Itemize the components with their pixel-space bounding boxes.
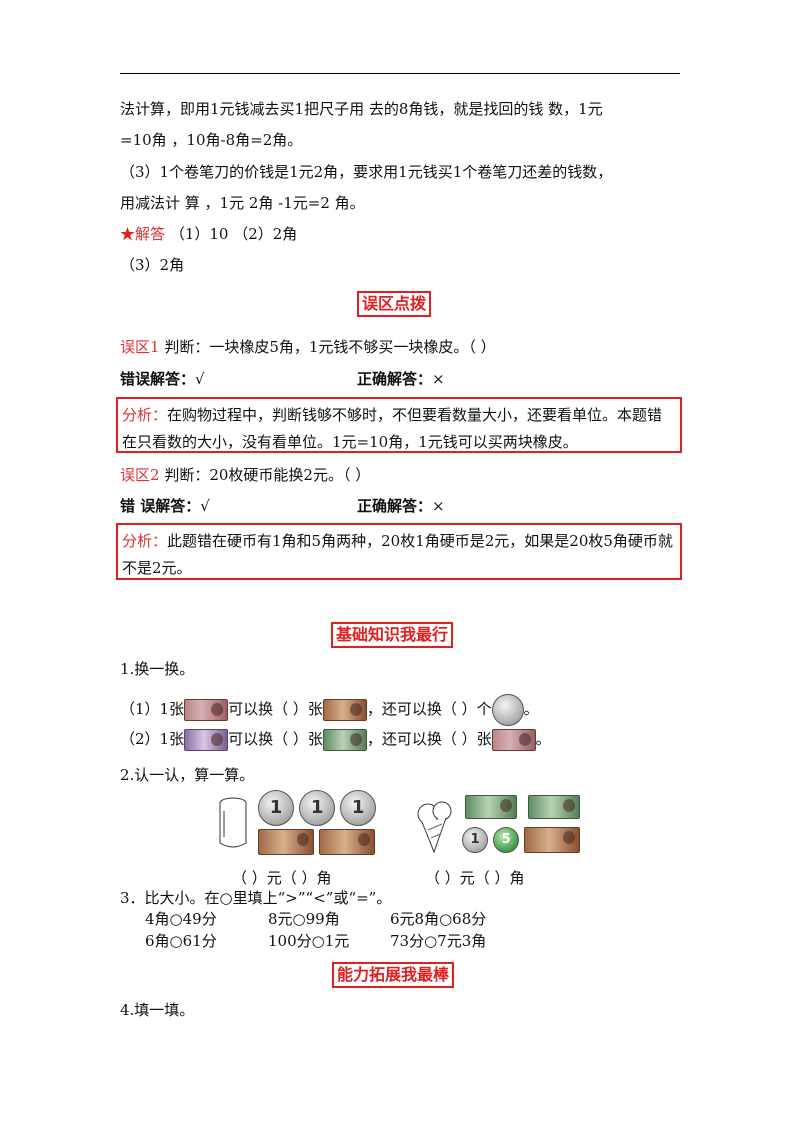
q1a-text: 可以换（ ）张: [228, 700, 323, 718]
mistake-1-text: 判断：一块橡皮5角，1元钱不够买一块橡皮。（ ）: [164, 338, 496, 356]
question-1: 1.换一换。: [120, 660, 195, 678]
two-yuan-note-icon: [528, 795, 581, 819]
one-yuan-note-icon: [184, 699, 229, 721]
text-line: =10角 ，10角-8角=2角。: [120, 131, 303, 149]
mixed-money-row: 1 5: [462, 827, 581, 853]
mistake-2: 误区2 判断：20枚硬币能换2元。（ ）: [120, 465, 370, 485]
q2-blank-left: （ ）元（ ）角: [232, 869, 332, 887]
answer-line: ★解答 （1）10 （2）2角: [120, 224, 297, 244]
analysis-box-2: 分析：此题错在硬币有1角和5角两种，20枚1角硬币是2元，如果是20枚5角硬币就…: [116, 523, 682, 580]
jiao-note-icon: [524, 827, 581, 853]
answer-text: （1）10 （2）2角: [169, 225, 298, 243]
green-notes-row: [465, 795, 581, 819]
q1a-text: （1）1张: [120, 700, 185, 718]
mistake-1-wrong: 错误解答：√: [120, 369, 205, 389]
notes-row: [258, 829, 376, 855]
mistake-1-right: 正确解答：×: [357, 369, 445, 389]
one-jiao-note-icon: [322, 699, 367, 721]
star-icon: ★: [120, 225, 136, 243]
ice-cream-icon: [412, 800, 460, 854]
analysis-box-1: 分析：在购物过程中，判断钱够不够时，不但要看数量大小，还要看单位。本题错在只看数…: [116, 397, 682, 453]
question-1b: （2）1张 可以换（ ）张 ，还可以换（ ）张 。: [120, 727, 551, 751]
two-yuan-note-icon: [322, 729, 367, 751]
analysis-label: 分析：: [122, 406, 168, 424]
section-title-extension: 能力拓展我最棒: [332, 962, 455, 988]
two-yuan-note-icon: [465, 795, 517, 819]
wrong-answer-value: √: [195, 370, 205, 388]
mistake-2-label: 误区2: [120, 466, 160, 484]
jiao-note-icon: [319, 829, 376, 855]
q3-item: 6角○61分: [145, 932, 217, 950]
question-4: 4.填一填。: [120, 1001, 195, 1019]
q1b-text: （2）1张: [120, 730, 185, 748]
section-title-mistakes: 误区点拨: [357, 291, 432, 317]
section-title-basics: 基础知识我最行: [331, 622, 454, 648]
wrong-answer-label: 错 误解答：: [120, 497, 201, 515]
q1a-text: ，还可以换（ ）个: [366, 700, 492, 718]
right-answer-label: 正确解答：: [357, 370, 433, 388]
q2-blank-right: （ ）元（ ）角: [425, 869, 525, 887]
q1b-text: ，还可以换（ ）张: [366, 730, 492, 748]
one-yuan-coin-icon: 1: [340, 790, 377, 826]
wrong-answer-value: √: [200, 497, 210, 515]
question-2: 2.认一认，算一算。: [120, 766, 255, 784]
right-answer-value: ×: [432, 370, 445, 388]
one-yuan-note-icon: [491, 729, 536, 751]
coins-row: 1 1 1: [258, 790, 377, 826]
text-line: 用减法计 算 ，1元 2角 -1元=2 角。: [120, 194, 365, 212]
analysis-text: 在购物过程中，判断钱够不够时，不但要看数量大小，还要看单位。本题错在只看数的大小…: [122, 406, 663, 451]
wrong-answer-label: 错误解答：: [120, 370, 196, 388]
right-answer-label: 正确解答：: [357, 497, 433, 515]
one-yuan-coin-icon: 1: [258, 790, 294, 826]
q1a-text: 。: [523, 700, 539, 718]
five-jiao-coin-icon: 5: [493, 827, 520, 853]
mistake-1: 误区1 判断：一块橡皮5角，1元钱不够买一块橡皮。（ ）: [120, 337, 496, 357]
question-3: 3．比大小。在○里填上“>”“<”或“=”。: [120, 889, 392, 907]
answer-line-2: （3）2角: [120, 256, 185, 274]
right-answer-value: ×: [432, 497, 445, 515]
analysis-label: 分析：: [122, 532, 168, 550]
mistake-1-label: 误区1: [120, 338, 160, 356]
q3-item: 100分○1元: [268, 932, 350, 950]
can-icon: [218, 797, 248, 849]
mistake-2-text: 判断：20枚硬币能换2元。（ ）: [164, 466, 371, 484]
q3-item: 6元8角○68分: [390, 910, 487, 928]
one-yuan-coin-icon: 1: [299, 790, 336, 826]
q3-item: 4角○49分: [145, 910, 217, 928]
jiao-note-icon: [258, 829, 314, 855]
analysis-text: 此题错在硬币有1角和5角两种，20枚1角硬币是2元，如果是20枚5角硬币就不是2…: [122, 532, 673, 577]
mistake-2-right: 正确解答：×: [357, 496, 445, 516]
text-line: 法计算，即用1元钱减去买1把尺子用 去的8角钱，就是找回的钱 数，1元: [120, 100, 603, 118]
ten-yuan-note-icon: [184, 729, 229, 751]
q1b-text: 可以换（ ）张: [228, 730, 323, 748]
question-1a: （1）1张 可以换（ ）张 ，还可以换（ ）个 。: [120, 694, 539, 726]
q3-item: 73分○7元3角: [390, 932, 487, 950]
text-line: （3）1个卷笔刀的价钱是1元2角，要求用1元钱买1个卷笔刀还差的钱数，: [120, 163, 613, 181]
q3-item: 8元○99角: [268, 910, 340, 928]
one-yuan-coin-icon: 1: [462, 827, 488, 853]
answer-label: 解答: [135, 225, 166, 243]
header-rule: [120, 73, 680, 74]
q1b-text: 。: [535, 730, 551, 748]
mistake-2-wrong: 错 误解答：√: [120, 496, 210, 516]
coin-icon: [491, 694, 524, 726]
